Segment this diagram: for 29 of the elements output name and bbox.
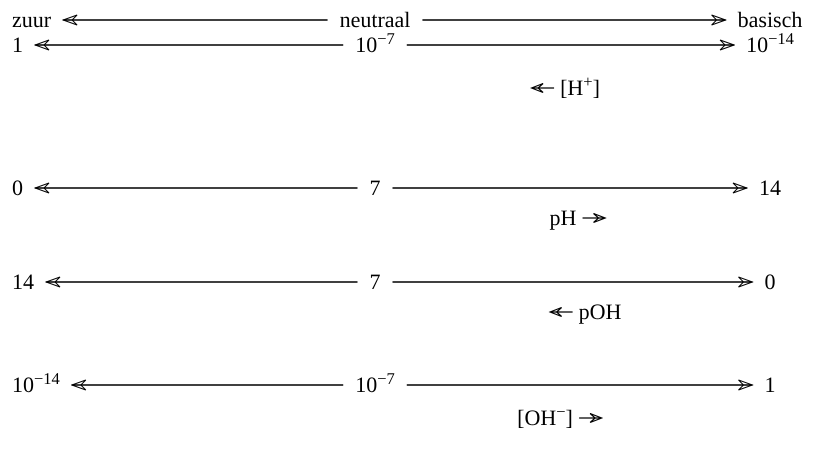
axis-label: pH [550, 207, 576, 229]
scale-value: 10$^{−7}$ [355, 372, 395, 397]
scale-value: 0 [12, 175, 23, 200]
scale-value: 10$^{−14}$ [746, 32, 794, 57]
arrow [422, 14, 726, 26]
scale-value: 14 [759, 175, 781, 200]
axis-label: pOH [578, 301, 622, 323]
scale-value: 1 [12, 32, 23, 57]
axis-label: [H$^{+}$] [560, 77, 600, 99]
scale-value: 10$^{−14}$ [12, 372, 60, 397]
scale-value: 7 [370, 269, 380, 294]
scale-value: 14 [12, 269, 34, 294]
arrow [34, 182, 358, 194]
arrow [71, 380, 344, 390]
scale-value: 10$^{−7}$ [355, 32, 395, 57]
arrow [406, 380, 753, 390]
scale-value: neutraal [340, 7, 410, 32]
arrow [406, 40, 735, 50]
arrow [392, 182, 748, 194]
arrow [34, 40, 344, 50]
scale-value: 7 [370, 175, 380, 200]
scale-value: 1 [764, 372, 776, 397]
arrow [62, 14, 328, 26]
scale-value: basisch [738, 7, 802, 32]
scale-value: zuur [12, 7, 52, 32]
arrow [46, 276, 358, 288]
axis-label: [OH$^{−}$] [517, 407, 573, 429]
arrow [392, 276, 753, 288]
scale-value: 0 [764, 269, 776, 294]
